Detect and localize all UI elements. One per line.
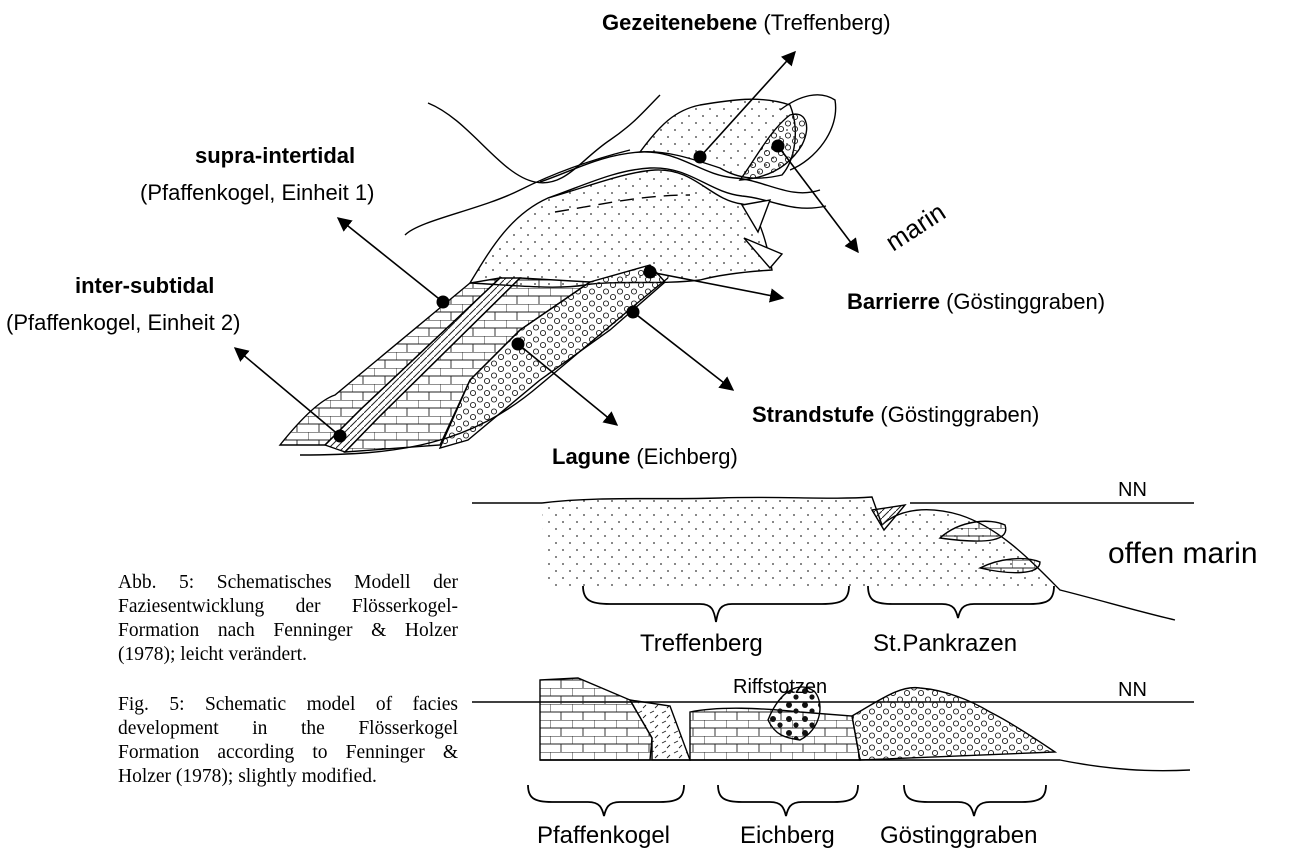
arrow-barrierre-upper [778, 146, 858, 252]
caption-english: Fig. 5: Schematic model of facies develo… [118, 693, 458, 789]
arrow-supra [338, 218, 443, 302]
label-lagune: Lagune (Eichberg) [552, 444, 738, 469]
coast-outline-upper [428, 95, 660, 183]
label-marin: marin [880, 196, 951, 257]
lower-profile [472, 678, 1194, 771]
lower-reef-block [540, 678, 652, 760]
label-barrierre: Barrierre (Göstinggraben) [847, 289, 1105, 314]
label-st-pankrazen: St.Pankrazen [873, 630, 1017, 657]
label-offen-marin: offen marin [1108, 537, 1258, 570]
sand-plain [470, 170, 772, 287]
label-riffstotzen: Riffstotzen [733, 676, 827, 698]
label-pfaffenkogel: Pfaffenkogel [537, 822, 670, 849]
label-goestinggraben: Göstinggraben [880, 822, 1037, 849]
upper-profile [472, 497, 1194, 620]
brace-pfaffenkogel [528, 785, 684, 816]
arrow-strandstufe [633, 312, 733, 390]
map-view [280, 95, 836, 455]
label-eichberg: Eichberg [740, 822, 835, 849]
label-supra-intertidal-loc: (Pfaffenkogel, Einheit 1) [140, 180, 374, 205]
upper-sand-body [542, 497, 1060, 590]
brace-treffenberg [583, 586, 849, 622]
label-gezeitenebene: Gezeitenebene (Treffenberg) [602, 10, 891, 35]
brace-st-pankrazen [868, 586, 1054, 618]
label-strandstufe: Strandstufe (Göstinggraben) [752, 402, 1039, 427]
brace-goestinggraben [904, 785, 1046, 816]
label-supra-intertidal: supra-intertidal [195, 143, 355, 168]
lower-nn-label: NN [1118, 679, 1147, 701]
lower-gravel [852, 688, 1055, 760]
caption-german: Abb. 5: Schematisches Modell der Faziese… [118, 571, 458, 667]
lower-braces [528, 785, 1046, 816]
label-inter-subtidal-loc: (Pfaffenkogel, Einheit 2) [6, 310, 240, 335]
label-inter-subtidal: inter-subtidal [75, 273, 214, 298]
upper-braces [583, 586, 1054, 622]
label-treffenberg: Treffenberg [640, 630, 763, 657]
upper-nn-label: NN [1118, 479, 1147, 501]
lower-bottom [540, 760, 1190, 771]
arrow-inter [235, 348, 340, 436]
brace-eichberg [718, 785, 858, 816]
